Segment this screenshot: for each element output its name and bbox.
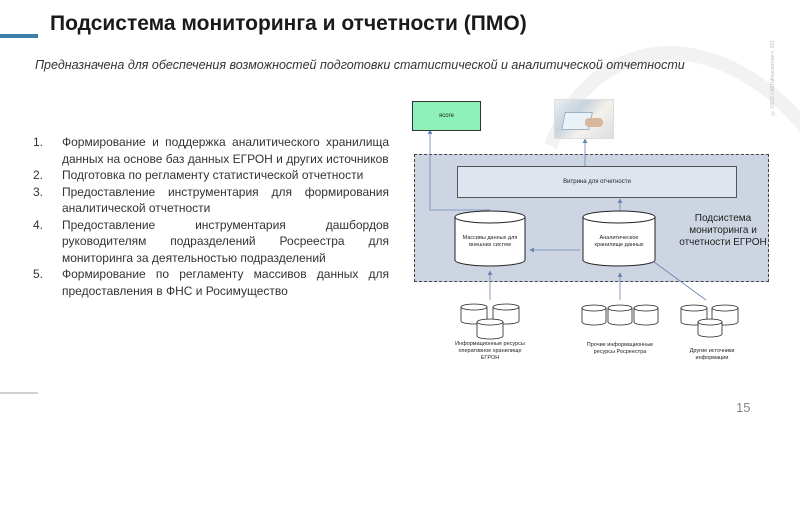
list-item-text: Подготовка по регламенту статистической … bbox=[62, 168, 364, 182]
title-accent-bar bbox=[0, 34, 38, 38]
db-external-arrays-caption: Массивы данных для внешних систем bbox=[462, 235, 518, 248]
reporting-showcase-box: Витрина для отчетности bbox=[457, 166, 737, 198]
source-databases-icon bbox=[680, 304, 739, 338]
source-rosreestr-caption: Прочие информационные ресурсы Росреестра bbox=[586, 342, 654, 355]
source-databases-icon bbox=[581, 304, 659, 326]
user-photo bbox=[554, 99, 614, 139]
list-item: 3. Предоставление инструментария для форм… bbox=[33, 184, 389, 217]
db-analytic-storage-caption: Аналитическое хранилище данных bbox=[594, 235, 644, 248]
list-item-text: Формирование и поддержка аналитического … bbox=[62, 135, 389, 166]
list-item-number: 4. bbox=[33, 217, 44, 232]
source-egron-caption: Информационные ресурсы оперативное храни… bbox=[455, 341, 525, 361]
list-item-text: Предоставление инструментария для формир… bbox=[62, 184, 389, 216]
diagram-lines bbox=[427, 129, 739, 340]
left-divider bbox=[0, 392, 38, 394]
list-item-text: Формирование по регламенту массивов данн… bbox=[62, 267, 389, 298]
list-item-number: 2. bbox=[33, 168, 44, 182]
architecture-diagram: ясоге Витрина для отчетности Подсистема … bbox=[410, 95, 780, 385]
external-system-box: ясоге bbox=[412, 101, 481, 131]
list-item: 4. Предоставление инструментария дашбордо… bbox=[33, 217, 389, 267]
subsystem-label: Подсистема мониторинга и отчетности ЕГРО… bbox=[679, 213, 767, 248]
database-icon bbox=[582, 210, 656, 267]
list-item: 2. Подготовка по регламенту статистическо… bbox=[33, 167, 389, 184]
database-icon bbox=[454, 210, 526, 267]
source-databases-icon bbox=[460, 303, 520, 340]
slide-subtitle: Предназначена для обеспечения возможност… bbox=[35, 58, 685, 72]
slide-title: Подсистема мониторинга и отчетности (ПМО… bbox=[50, 12, 527, 35]
list-item: 5. Формирование по регламенту массивов да… bbox=[33, 266, 389, 299]
list-item-number: 5. bbox=[33, 267, 44, 281]
feature-list: 1. Формирование и поддержка аналитическог… bbox=[33, 134, 389, 299]
source-other-caption: Другие источники информации bbox=[689, 348, 735, 361]
list-item: 1. Формирование и поддержка аналитическог… bbox=[33, 134, 389, 167]
list-item-text: Предоставление инструментария дашбордов … bbox=[62, 217, 389, 265]
page-number: 15 bbox=[736, 400, 751, 415]
list-item-number: 1. bbox=[33, 135, 44, 149]
list-item-number: 3. bbox=[33, 184, 44, 199]
